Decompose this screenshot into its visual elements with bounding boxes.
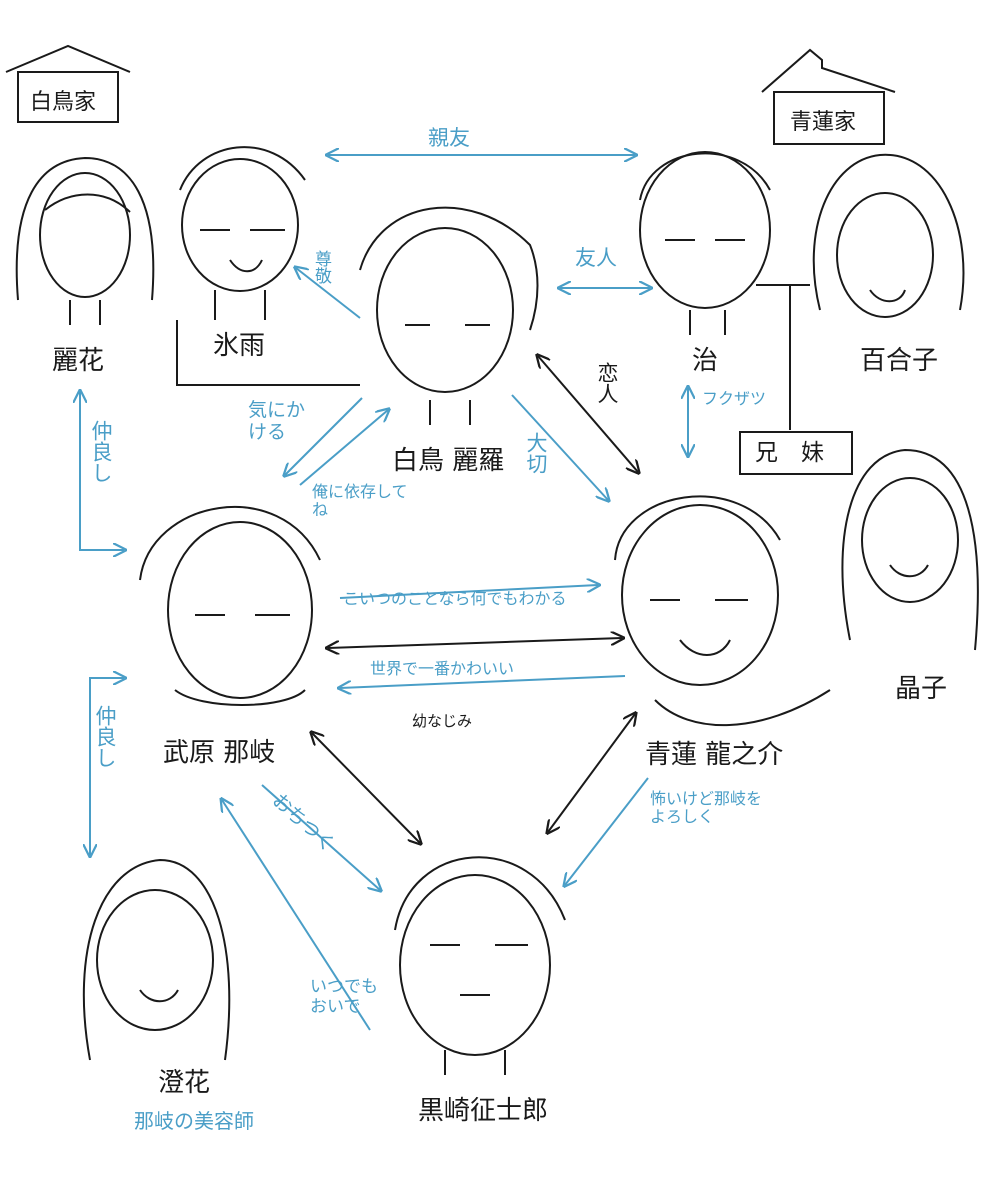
portrait-nayuki <box>139 506 321 706</box>
name-osamu: 治 <box>692 346 719 376</box>
label-koitsu: こいつのことなら何でもわかる <box>343 589 567 608</box>
sumika-role: 那岐の美容師 <box>134 1109 254 1133</box>
arrow-sonkei <box>296 268 361 319</box>
portrait-ryunosuke <box>614 495 831 727</box>
shiratori-house-icon <box>5 44 131 123</box>
name-seishiro: 黒崎征士郎 <box>418 1096 549 1126</box>
shiratori-house-label: 白鳥家 <box>30 90 97 115</box>
arrow-nayuki-seishiro <box>312 733 420 843</box>
arrow-koibito <box>538 356 638 472</box>
portrait-reira <box>359 206 539 425</box>
portrait-reika <box>15 156 155 325</box>
label-sekai: 世界で一番かわいい <box>370 659 515 678</box>
arrow-nakayoshi-top <box>80 392 124 550</box>
name-sumika: 澄花 <box>158 1068 211 1098</box>
portrait-seishiro <box>394 856 566 1075</box>
portrait-osamu <box>639 151 771 335</box>
label-nakayoshi-bottom: 仲良し <box>93 705 117 768</box>
label-osananajimi: 幼なじみ <box>412 712 473 730</box>
portrait-yuriko <box>812 153 965 318</box>
label-fukuzatsu: フクザツ <box>702 389 767 408</box>
arrow-irai <box>299 410 388 486</box>
label-irai: 俺に依存してね <box>312 482 408 520</box>
arrow-koitsu <box>339 585 598 599</box>
arrow-osananajimi <box>328 638 622 648</box>
arrow-nakayoshi-bottom <box>90 678 124 855</box>
name-reira: 白鳥 麗羅 <box>392 446 505 476</box>
label-nakayoshi-top: 仲良し <box>89 420 113 483</box>
portrait-hisame <box>179 146 306 320</box>
label-yujin: 友人 <box>575 246 617 270</box>
name-reika: 麗花 <box>52 346 105 376</box>
name-nayuki: 武原 那岐 <box>163 738 276 768</box>
portrait-sumika <box>82 858 231 1061</box>
label-taisetsu: 大切 <box>524 432 548 474</box>
family-connector-lines <box>176 284 853 475</box>
name-akiko: 晶子 <box>895 674 948 704</box>
label-kinikakeru: 気にかける <box>248 399 306 443</box>
arrow-yoroshiku <box>565 777 649 885</box>
siblings-label: 兄 妹 <box>755 440 824 466</box>
arrow-itsudemo <box>222 800 371 1031</box>
label-koibito: 恋人 <box>595 362 619 404</box>
arrow-sekai <box>340 675 626 688</box>
label-itsudemo: いつでもおいで <box>310 977 378 1017</box>
label-sonkei: 尊敬 <box>311 250 331 284</box>
name-ryunosuke: 青蓮 龍之介 <box>645 740 784 770</box>
arrow-ryunosuke-seishiro <box>548 714 635 832</box>
name-yuriko: 百合子 <box>860 346 939 376</box>
portrait-akiko <box>841 448 979 651</box>
label-shinyu: 親友 <box>428 126 470 150</box>
name-hisame: 氷雨 <box>213 331 266 361</box>
label-yoroshiku: 怖いけど那岐をよろしく <box>650 789 763 827</box>
aohasu-house-label: 青蓮家 <box>790 110 857 135</box>
aohasu-house-icon <box>761 48 896 145</box>
arrow-kinikakeru <box>285 397 363 475</box>
